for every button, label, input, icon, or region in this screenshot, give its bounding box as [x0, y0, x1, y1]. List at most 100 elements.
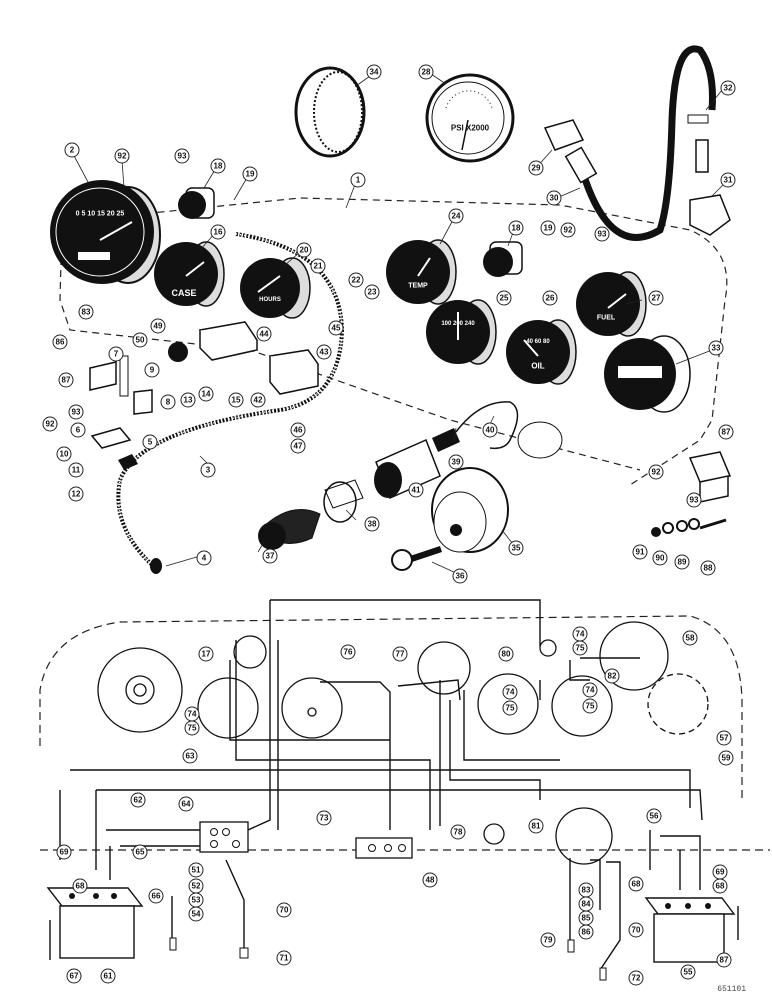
callout-21: 21 [310, 258, 326, 274]
terminal-strip [355, 837, 413, 859]
svg-text:68: 68 [76, 882, 85, 891]
svg-text:74: 74 [506, 688, 515, 697]
callout-54: 54 [188, 906, 204, 922]
callout-36: 36 [452, 568, 468, 584]
svg-text:11: 11 [72, 466, 81, 475]
svg-text:92: 92 [652, 468, 661, 477]
callout-87b: 87 [718, 424, 734, 440]
callout-48: 48 [422, 872, 438, 888]
svg-text:21: 21 [314, 262, 323, 271]
oil-gauge: OIL 40 60 80 [506, 319, 577, 385]
svg-text:37: 37 [266, 552, 275, 561]
callout-92c: 92 [42, 416, 58, 432]
callout-41: 41 [408, 482, 424, 498]
bracket-hardware [89, 355, 153, 470]
svg-text:73: 73 [320, 814, 329, 823]
svg-text:2: 2 [70, 146, 75, 155]
tachometer-scale: 0 5 10 15 20 25 [76, 211, 125, 218]
svg-text:30: 30 [550, 194, 559, 203]
callout-20: 20 [296, 242, 312, 258]
svg-text:62: 62 [134, 796, 143, 805]
callout-80: 80 [498, 646, 514, 662]
callout-42: 42 [250, 392, 266, 408]
svg-text:13: 13 [184, 396, 193, 405]
callout-68: 68 [72, 878, 88, 894]
pressure-values: 100 200 240 [441, 321, 475, 327]
callout-74d: 74 [582, 682, 598, 698]
callout-68b: 68 [628, 876, 644, 892]
svg-text:53: 53 [192, 896, 201, 905]
svg-text:77: 77 [396, 650, 405, 659]
fuel-gauge: FUEL [576, 271, 647, 337]
cigar-lighter [258, 401, 519, 550]
switch-block [168, 321, 320, 395]
callout-58: 58 [682, 630, 698, 646]
callout-27: 27 [648, 290, 664, 306]
callout-10: 10 [56, 446, 72, 462]
svg-text:17: 17 [202, 650, 211, 659]
callout-35: 35 [508, 540, 524, 556]
diagram-code: 651101 [717, 985, 746, 994]
callout-77: 77 [392, 646, 408, 662]
svg-text:18: 18 [214, 162, 223, 171]
callout-74c: 74 [502, 684, 518, 700]
callout-90: 90 [652, 550, 668, 566]
tachometer: 0 5 10 15 20 25 [50, 180, 161, 284]
oil-gauge-label: OIL [531, 362, 544, 371]
svg-text:52: 52 [192, 882, 201, 891]
svg-text:92: 92 [118, 152, 127, 161]
panel-outline [59, 197, 728, 486]
callout-69: 69 [56, 844, 72, 860]
connector-plugs [169, 937, 607, 981]
svg-text:6: 6 [76, 426, 81, 435]
svg-text:88: 88 [704, 564, 713, 573]
svg-text:5: 5 [148, 438, 153, 447]
callout-5: 5 [142, 434, 158, 450]
oil-values: 40 60 80 [526, 339, 550, 345]
callout-88: 88 [700, 560, 716, 576]
junction-block-left [199, 821, 249, 853]
callout-22: 22 [348, 272, 364, 288]
svg-text:51: 51 [192, 866, 201, 875]
callout-57: 57 [716, 730, 732, 746]
callout-73: 73 [316, 810, 332, 826]
callout-8: 8 [160, 394, 176, 410]
callout-87c: 87 [716, 952, 732, 968]
callout-68c: 68 [712, 878, 728, 894]
callout-45: 45 [328, 320, 344, 336]
callout-17: 17 [198, 646, 214, 662]
svg-text:82: 82 [608, 672, 617, 681]
svg-text:59: 59 [722, 754, 731, 763]
callout-83b: 83 [578, 882, 594, 898]
svg-text:68: 68 [716, 882, 725, 891]
svg-text:15: 15 [232, 396, 241, 405]
callout-18b: 18 [508, 220, 524, 236]
svg-text:10: 10 [60, 450, 69, 459]
callout-63: 63 [182, 748, 198, 764]
svg-text:70: 70 [632, 926, 641, 935]
svg-text:83: 83 [582, 886, 591, 895]
svg-text:86: 86 [56, 338, 65, 347]
svg-text:43: 43 [320, 348, 329, 357]
callout-81: 81 [528, 818, 544, 834]
svg-text:75: 75 [506, 704, 515, 713]
callout-25: 25 [496, 290, 512, 306]
svg-text:90: 90 [656, 554, 665, 563]
svg-text:85: 85 [582, 914, 591, 923]
callout-29: 29 [528, 160, 544, 176]
svg-text:55: 55 [684, 968, 693, 977]
svg-text:58: 58 [686, 634, 695, 643]
callout-16: 16 [210, 224, 226, 240]
hour-meter-label: HOURS [259, 297, 281, 303]
callout-11: 11 [68, 462, 84, 478]
callout-75b: 75 [184, 720, 200, 736]
svg-text:45: 45 [332, 324, 341, 333]
callout-31: 31 [720, 172, 736, 188]
svg-text:56: 56 [650, 812, 659, 821]
svg-text:76: 76 [344, 648, 353, 657]
svg-text:65: 65 [136, 848, 145, 857]
svg-text:79: 79 [544, 936, 553, 945]
svg-text:18: 18 [512, 224, 521, 233]
callout-66: 66 [148, 888, 164, 904]
callout-93b: 93 [594, 226, 610, 242]
